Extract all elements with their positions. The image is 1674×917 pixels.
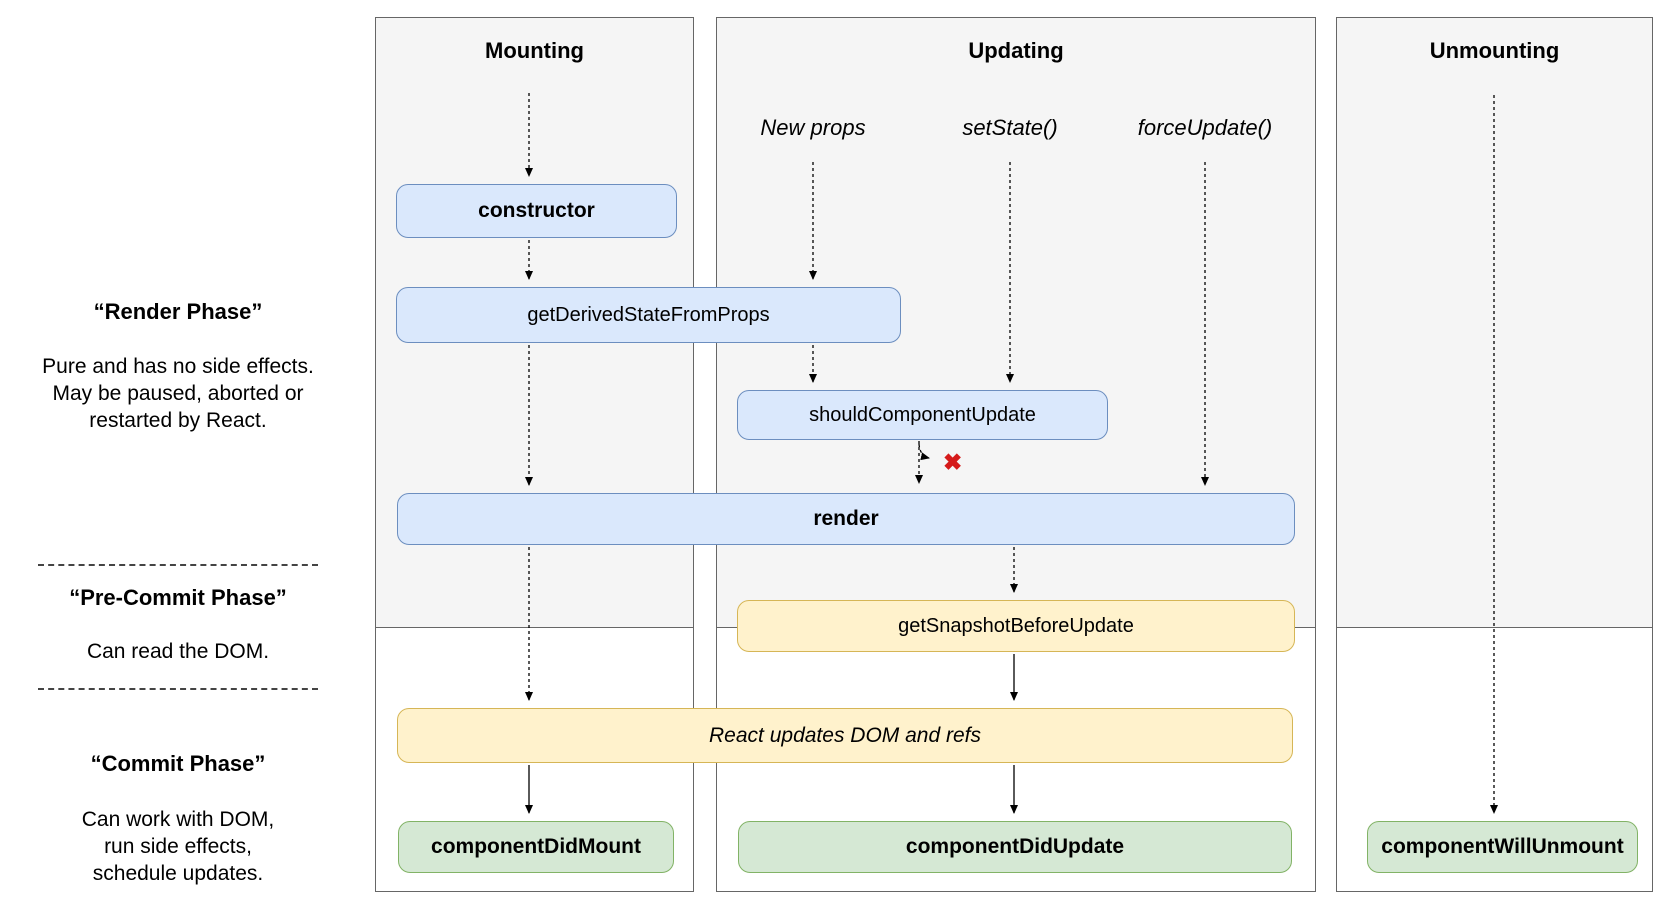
commit-phase-title: “Commit Phase” (90, 751, 266, 776)
pre-commit-phase-description: Can read the DOM. (10, 638, 346, 665)
column-updating-title: Updating (968, 38, 1064, 63)
node-component-will-unmount: componentWillUnmount (1367, 821, 1638, 873)
node-get-derived-state-from-props: getDerivedStateFromProps (396, 287, 901, 343)
commit-phase-line: Can work with DOM, (81, 808, 275, 831)
pre-commit-phase-line: Can read the DOM. (86, 640, 270, 663)
node-constructor: constructor (396, 184, 677, 238)
node-should-component-update: shouldComponentUpdate (737, 390, 1108, 440)
commit-phase-description: Can work with DOM, run side effects, sch… (10, 806, 346, 887)
render-phase-description: Pure and has no side effects. May be pau… (10, 353, 346, 434)
commit-phase-line: schedule updates. (92, 862, 264, 885)
render-phase-line: May be paused, aborted or (52, 382, 304, 405)
render-phase-line: Pure and has no side effects. (42, 355, 314, 378)
column-unmounting-title: Unmounting (1429, 38, 1560, 63)
column-unmounting: Unmounting (1336, 17, 1653, 892)
phase-divider-top (38, 564, 318, 566)
column-unmounting-render-phase-shade (1337, 18, 1652, 628)
column-mounting-title: Mounting (485, 38, 584, 63)
node-render: render (397, 493, 1295, 545)
node-component-did-mount: componentDidMount (398, 821, 674, 873)
trigger-new-props: New props (760, 115, 866, 140)
phase-divider-bottom (38, 688, 318, 690)
trigger-set-state: setState() (962, 115, 1058, 140)
cancel-x-icon: ✖ (943, 449, 963, 475)
node-get-snapshot-before-update: getSnapshotBeforeUpdate (737, 600, 1295, 652)
commit-phase-line: run side effects, (104, 835, 252, 858)
render-phase-line: restarted by React. (89, 409, 267, 432)
trigger-force-update: forceUpdate() (1137, 115, 1273, 140)
node-component-did-update: componentDidUpdate (738, 821, 1292, 873)
pre-commit-phase-title: “Pre-Commit Phase” (69, 585, 287, 610)
render-phase-title: “Render Phase” (93, 299, 263, 324)
node-react-updates-dom-and-refs: React updates DOM and refs (397, 708, 1293, 763)
